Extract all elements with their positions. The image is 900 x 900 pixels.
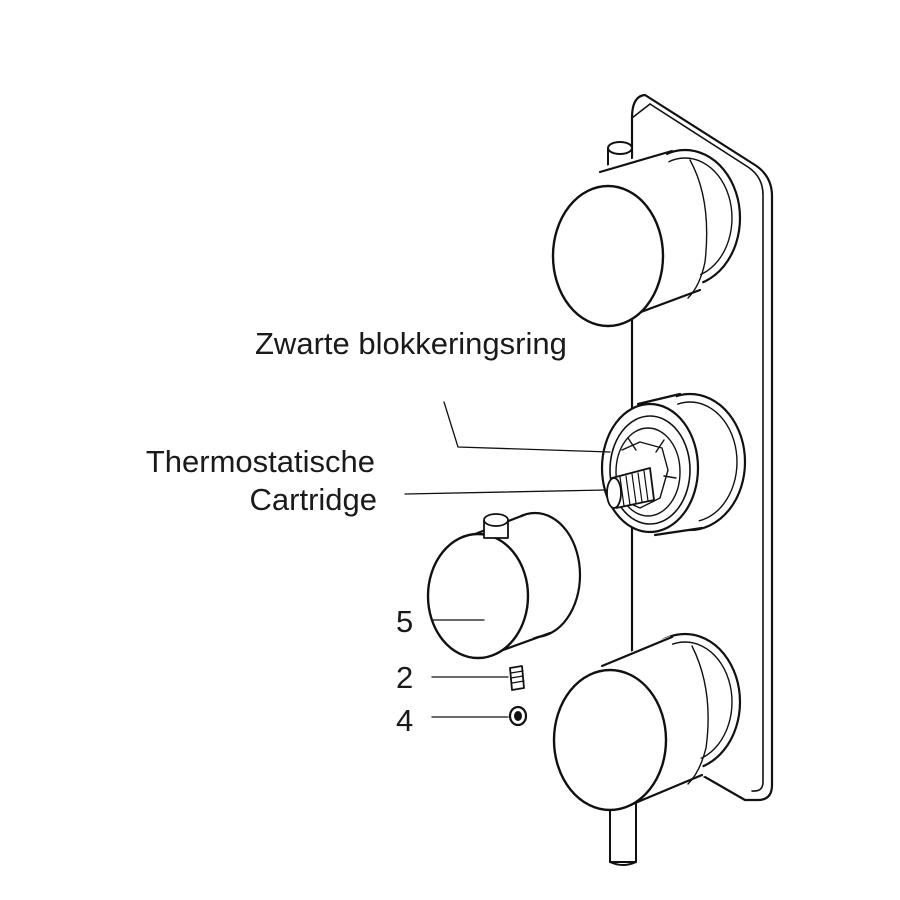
cartridge-spindle <box>606 467 655 509</box>
label-cartridge-line1: Thermostatische <box>146 444 375 479</box>
label-part-2: 2 <box>396 660 413 695</box>
grub-screw-part-2 <box>509 665 525 691</box>
label-blocking-ring: Zwarte blokkeringsring <box>255 326 567 361</box>
bottom-handle <box>552 632 742 866</box>
middle-cartridge-housing <box>600 392 747 537</box>
label-part-4: 4 <box>396 703 413 738</box>
top-handle <box>551 141 742 328</box>
loose-handle-part-5 <box>426 511 582 660</box>
leader-lines <box>404 401 611 718</box>
label-cartridge-line2: Cartridge <box>250 482 378 517</box>
label-part-5: 5 <box>396 604 413 639</box>
cap-part-4 <box>508 705 528 727</box>
